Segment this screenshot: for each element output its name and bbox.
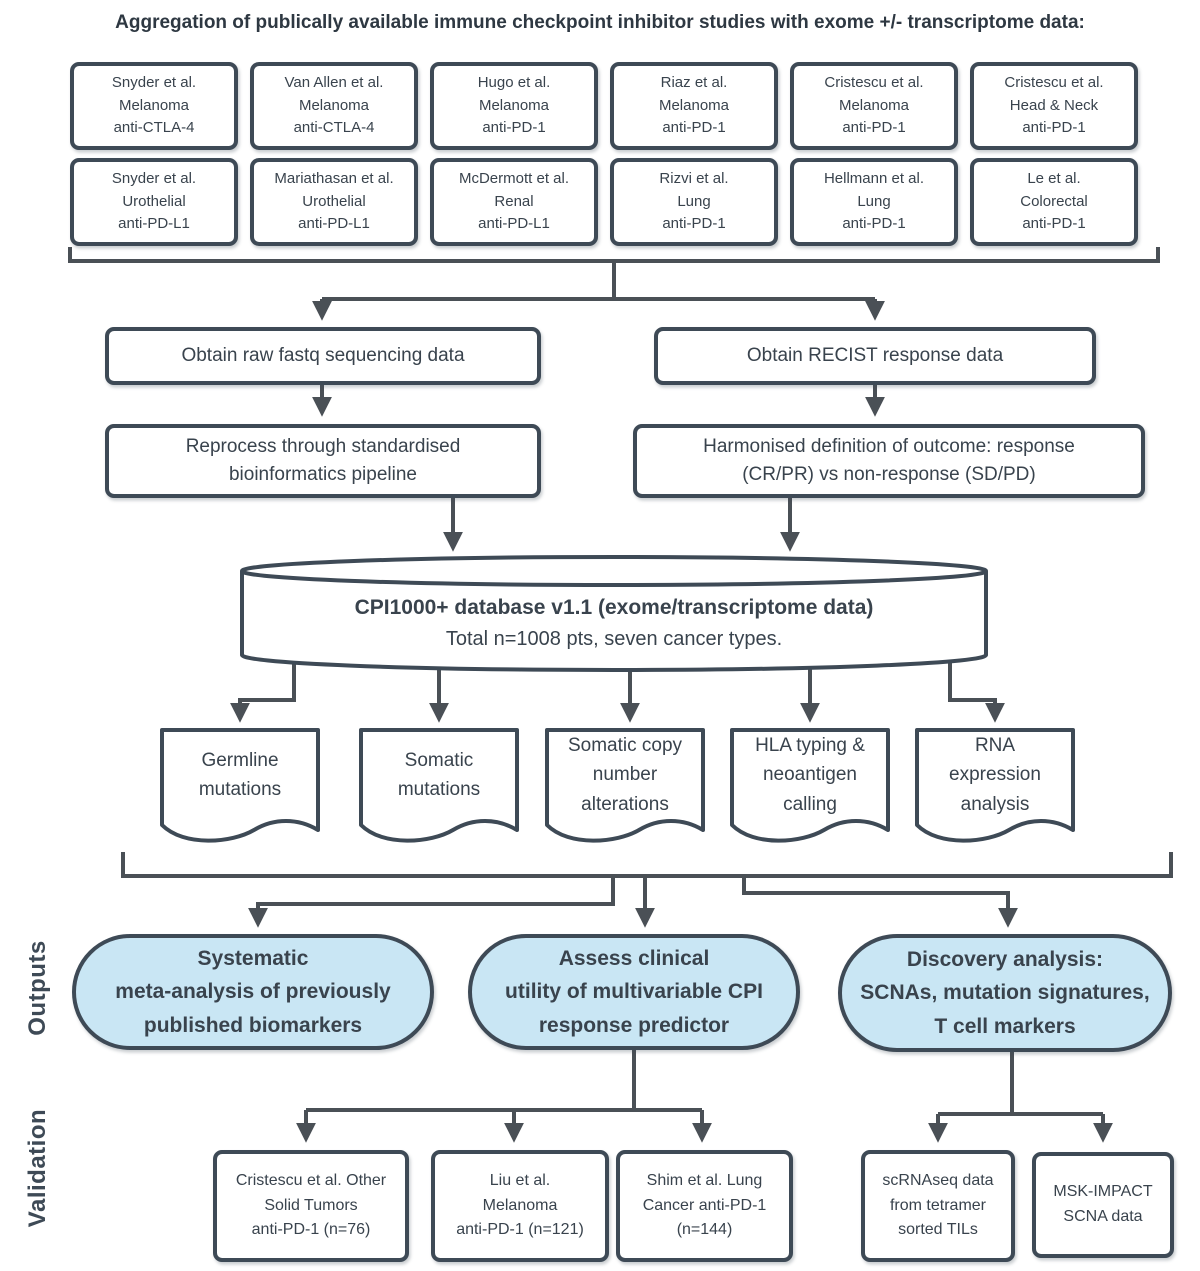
study-box-riaz: Riaz et al. Melanoma anti-PD-1 [610,62,778,150]
document-shape [545,728,705,843]
process-box-harmonised: Harmonised definition of outcome: respon… [633,424,1145,498]
cylinder-shape [240,555,988,672]
document-shape [160,728,320,843]
document-label: HLA typing & neoantigen calling [755,735,865,815]
database-subtitle: Total n=1008 pts, seven cancer types. [445,627,783,650]
document-scna: Somatic copy number alterations [543,726,707,854]
document-rna-expression: RNA expression analysis [913,726,1077,854]
database-label: CPI1000+ database v1.1 (exome/transcript… [236,592,992,654]
document-shape [915,728,1075,843]
document-shape [730,728,890,843]
process-box-obtain-fastq: Obtain raw fastq sequencing data [105,327,541,385]
document-label: Somatic mutations [397,750,481,801]
study-box-mcdermott: McDermott et al. Renal anti-PD-L1 [430,158,598,246]
study-box-snyder-urothelial: Snyder et al. Urothelial anti-PD-L1 [70,158,238,246]
output-pill-meta-analysis: Systematic meta-analysis of previously p… [72,934,434,1050]
process-box-reprocess: Reprocess through standardised bioinform… [105,424,541,498]
document-shape [359,728,519,843]
validation-box-shim: Shim et al. Lung Cancer anti-PD-1 (n=144… [616,1150,793,1262]
studies-bracket [68,247,1160,263]
study-box-cristescu-headneck: Cristescu et al. Head & Neck anti-PD-1 [970,62,1138,150]
study-box-hugo: Hugo et al. Melanoma anti-PD-1 [430,62,598,150]
validation-box-cristescu-other: Cristescu et al. Other Solid Tumors anti… [213,1150,409,1262]
process-box-obtain-recist: Obtain RECIST response data [654,327,1096,385]
database-title: CPI1000+ database v1.1 (exome/transcript… [354,596,874,619]
validation-section-label: Validation [24,1108,51,1228]
study-box-mariathasan: Mariathasan et al. Urothelial anti-PD-L1 [250,158,418,246]
validation-box-scrnaseq: scRNAseq data from tetramer sorted TILs [861,1150,1015,1262]
document-label: Somatic copy number alterations [567,735,683,815]
study-box-cristescu-melanoma: Cristescu et al. Melanoma anti-PD-1 [790,62,958,150]
document-somatic-mutations: Somatic mutations [357,726,521,854]
study-box-le: Le et al. Colorectal anti-PD-1 [970,158,1138,246]
output-pill-clinical-utility: Assess clinical utility of multivariable… [468,934,800,1050]
outputs-section-label: Outputs [24,940,51,1036]
output-pill-discovery-analysis: Discovery analysis: SCNAs, mutation sign… [838,934,1172,1052]
database-cylinder: CPI1000+ database v1.1 (exome/transcript… [236,554,992,674]
documents-bracket [121,852,1173,878]
document-hla-neoantigen: HLA typing & neoantigen calling [728,726,892,854]
validation-box-liu: Liu et al. Melanoma anti-PD-1 (n=121) [431,1150,609,1262]
document-label: Germline mutations [198,750,282,801]
study-box-hellmann: Hellmann et al. Lung anti-PD-1 [790,158,958,246]
study-box-vanallen: Van Allen et al. Melanoma anti-CTLA-4 [250,62,418,150]
study-box-rizvi: Rizvi et al. Lung anti-PD-1 [610,158,778,246]
study-box-snyder-melanoma: Snyder et al. Melanoma anti-CTLA-4 [70,62,238,150]
document-germline-mutations: Germline mutations [158,726,322,854]
document-label: RNA expression analysis [949,735,1041,815]
page-title: Aggregation of publically available immu… [115,12,1085,33]
validation-box-msk-impact: MSK-IMPACT SCNA data [1032,1152,1174,1258]
